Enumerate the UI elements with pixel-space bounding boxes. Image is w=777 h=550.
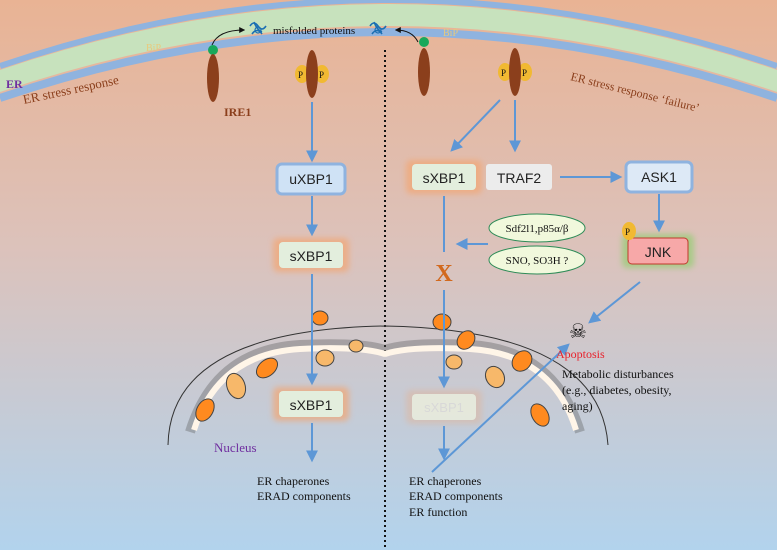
- arrow-jnk-to-apoptosis: [588, 281, 641, 324]
- right-output-2: ERAD components: [409, 489, 503, 503]
- metabolic-line-2: (e.g., diabetes, obesity,: [562, 383, 672, 397]
- jnk-label: JNK: [645, 244, 672, 260]
- right-output-1: ER chaperones: [409, 474, 482, 488]
- protein-icon-left: [249, 21, 267, 35]
- uxbp1-label: uXBP1: [289, 171, 333, 187]
- bip-left-label: BiP: [146, 43, 161, 54]
- traf2-box: TRAF2: [486, 164, 552, 190]
- arrow-ire1-to-sxbp1-right: [450, 99, 501, 152]
- bip-release-arrow-left: [211, 27, 246, 46]
- sxbp1-box-right: sXBP1: [406, 160, 482, 194]
- sdf-ellipse: Sdf2l1,p85α/β: [488, 213, 586, 243]
- sxbp1-nucleus-label: sXBP1: [290, 397, 333, 413]
- er-label: ER: [6, 77, 23, 91]
- sxbp1-box-left: sXBP1: [273, 238, 349, 272]
- traf2-label: TRAF2: [497, 170, 542, 186]
- phospho-label-2: P: [319, 70, 324, 80]
- jnk-phospho-label: P: [625, 227, 630, 237]
- left-output-2: ERAD components: [257, 489, 351, 503]
- er-membrane: [0, 0, 777, 102]
- sxbp1-box-nucleus: sXBP1: [273, 387, 349, 421]
- ire1-dimer-left: [295, 50, 329, 98]
- bip-right-label: BiP: [443, 28, 458, 39]
- apoptosis-label: Apoptosis: [556, 347, 605, 361]
- block-x-mark: X: [435, 261, 453, 287]
- jnk-box: JNK: [622, 234, 694, 268]
- sxbp1-right-label: sXBP1: [423, 170, 466, 186]
- ire1-label: IRE1: [224, 105, 251, 119]
- ask1-box: ASK1: [624, 160, 694, 194]
- sno-ellipse: SNO, SO3H ?: [488, 245, 586, 275]
- sno-label: SNO, SO3H ?: [506, 255, 569, 267]
- skull-icon: ☠: [569, 321, 587, 343]
- metabolic-line-1: Metabolic disturbances: [562, 367, 674, 381]
- ire1-right-bip: [418, 37, 430, 96]
- metabolic-line-3: aging): [562, 399, 593, 413]
- ask1-label: ASK1: [641, 169, 677, 185]
- uxbp1-box: uXBP1: [275, 162, 347, 196]
- phospho-label-1: P: [298, 70, 303, 80]
- nucleus-label: Nucleus: [214, 440, 257, 455]
- phospho-label-4: P: [522, 68, 527, 78]
- sxbp1-box-faded: sXBP1: [406, 390, 482, 424]
- bip-release-arrow-right: [394, 27, 419, 43]
- misfolded-proteins-label: misfolded proteins: [273, 25, 355, 37]
- misfolded-proteins: misfolded proteins: [211, 21, 419, 46]
- sdf-label: Sdf2l1,p85α/β: [505, 223, 568, 235]
- ire1-left: [207, 45, 219, 102]
- organelles: [195, 310, 550, 427]
- protein-icon-right: [369, 21, 387, 35]
- right-output-3: ER function: [409, 505, 467, 519]
- ire1-dimer-right: [498, 48, 532, 96]
- jnk-phospho: [622, 222, 636, 240]
- left-output-1: ER chaperones: [257, 474, 330, 488]
- arrow-outputs-to-apoptosis: [431, 343, 570, 473]
- sxbp1-left-label: sXBP1: [290, 248, 333, 264]
- phospho-label-3: P: [501, 68, 506, 78]
- sxbp1-faded-label: sXBP1: [424, 400, 464, 415]
